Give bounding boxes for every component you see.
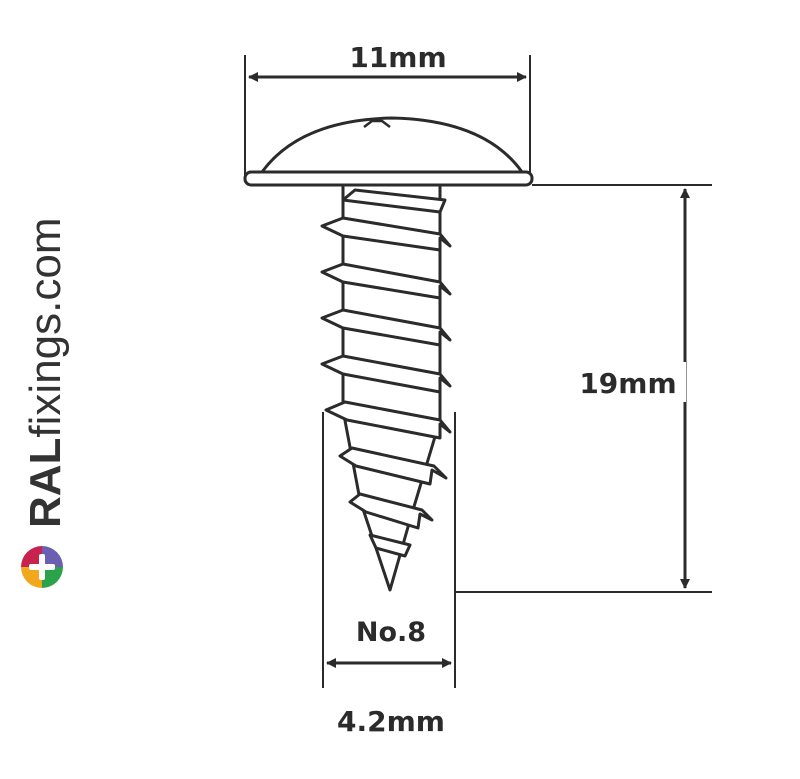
head-diameter-label: 11mm	[349, 41, 446, 74]
length-label: 19mm	[579, 367, 676, 400]
svg-text:RALfixings.com: RALfixings.com	[21, 217, 70, 528]
shank-diameter-label: 4.2mm	[337, 705, 445, 738]
screw-drawing	[243, 55, 712, 688]
screw-head-flange	[243, 170, 534, 187]
logo-text-bold: RAL	[21, 438, 70, 528]
screw-head-dome	[260, 116, 524, 173]
threads	[320, 188, 452, 558]
ralfixings-logo: RALfixings.com	[21, 217, 70, 588]
gauge-label: No.8	[356, 617, 426, 648]
logo-text-regular: fixings.com	[21, 217, 70, 437]
logo-plus-icon	[21, 546, 63, 588]
